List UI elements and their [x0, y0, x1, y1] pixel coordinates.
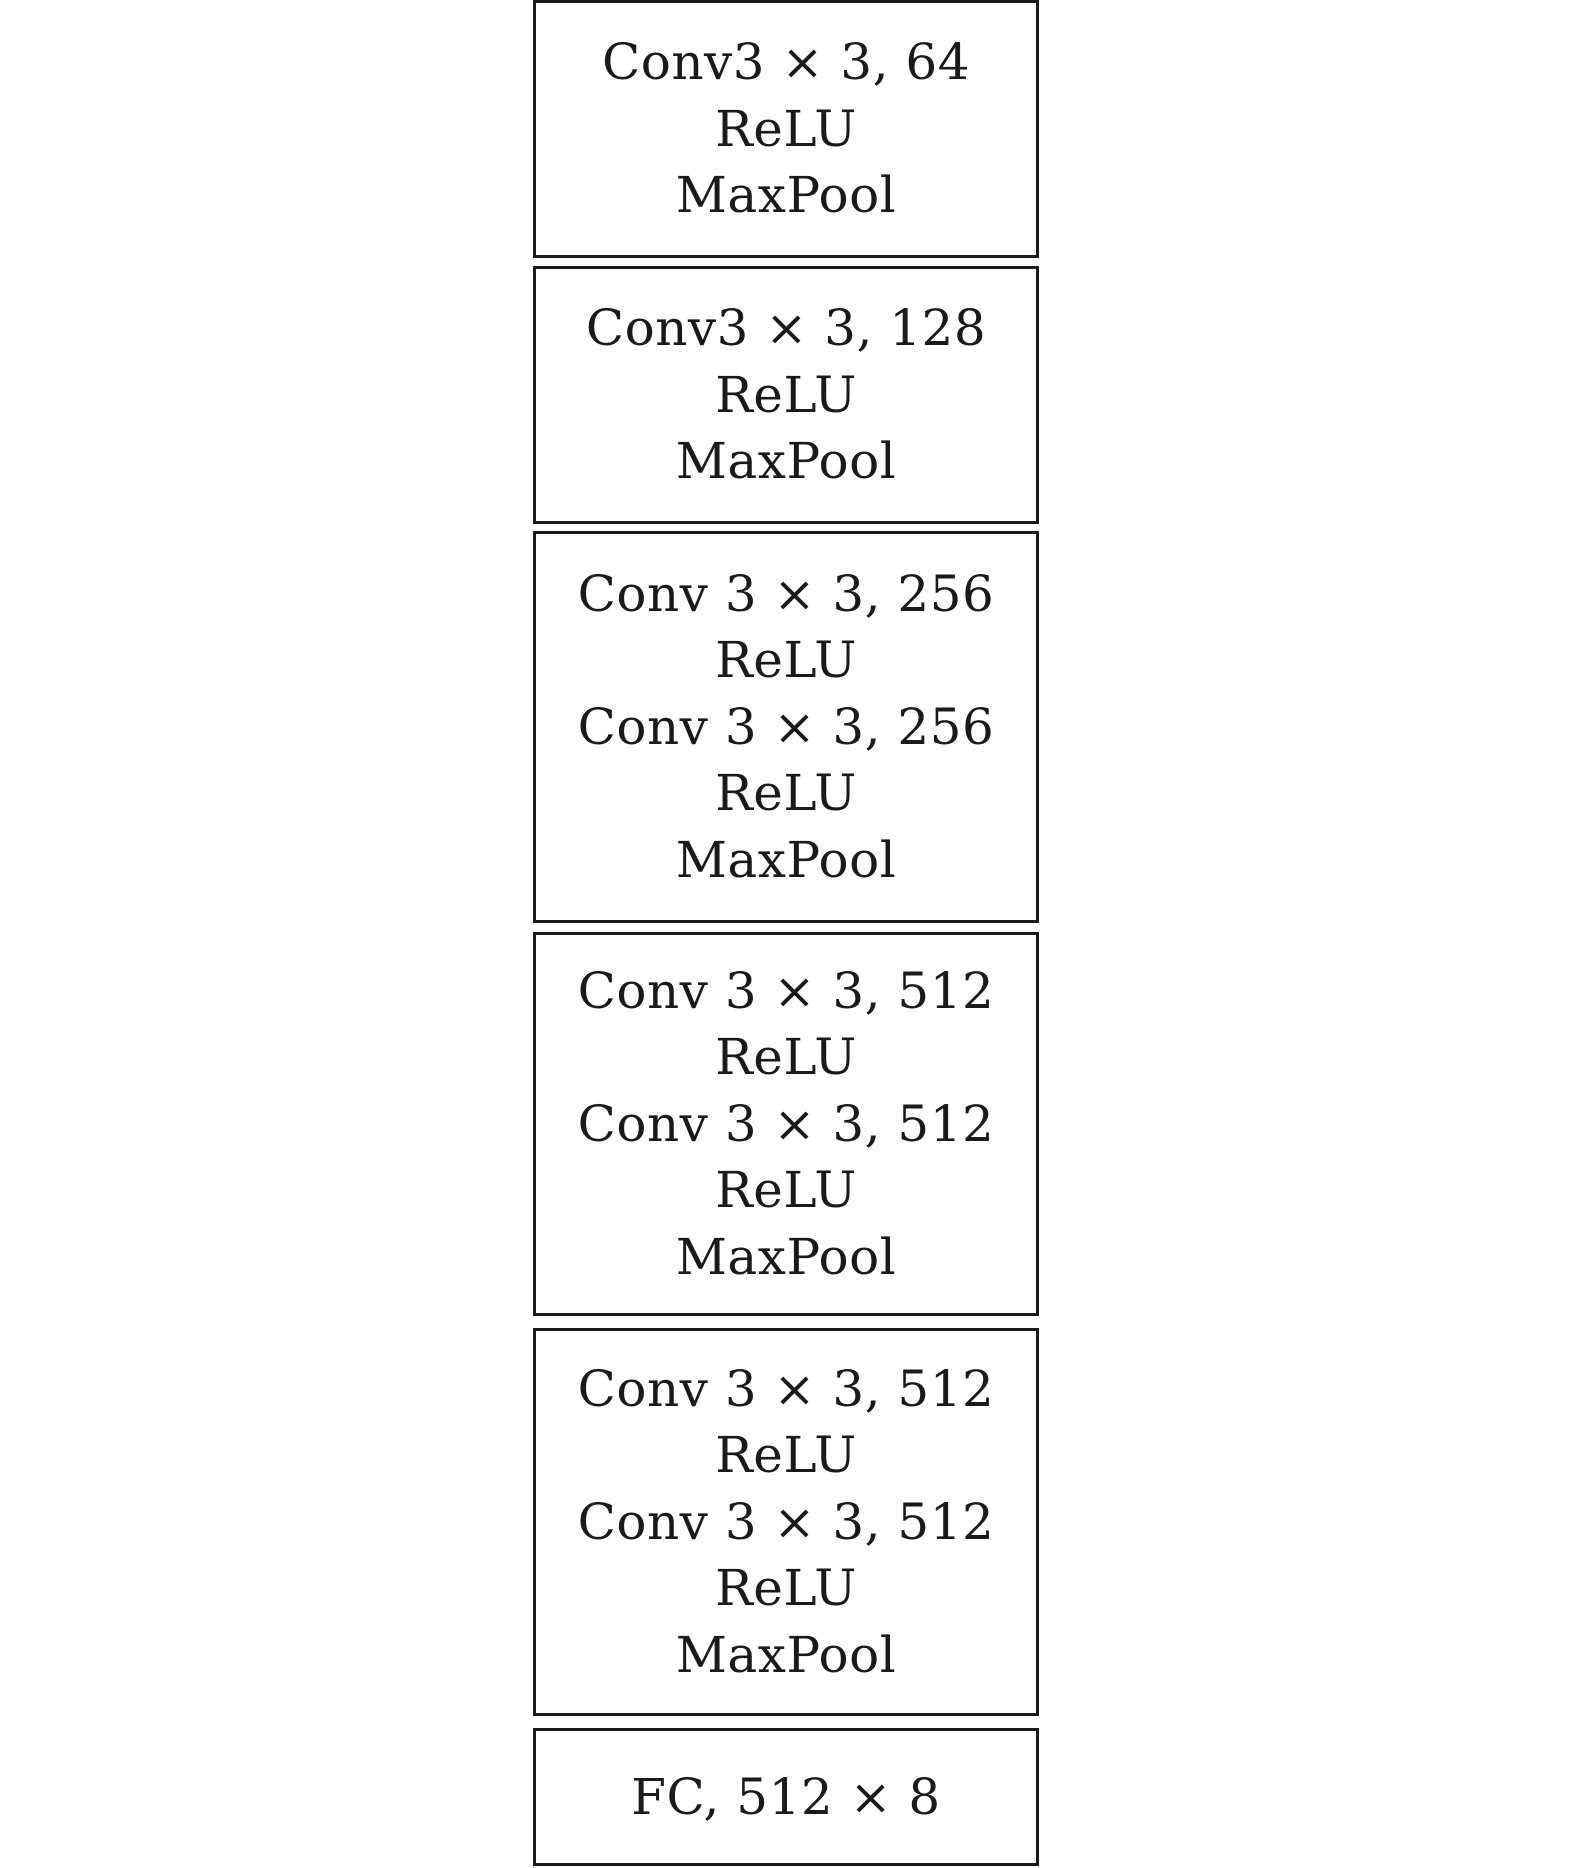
layer-conv: Conv 3 × 3, 512 [577, 961, 995, 1020]
layer-relu: ReLU [715, 764, 857, 823]
layer-conv: Conv 3 × 3, 256 [577, 697, 995, 756]
conv-block-2: Conv3 × 3, 128 ReLU MaxPool [533, 266, 1039, 524]
layer-conv: Conv 3 × 3, 256 [577, 564, 995, 623]
layer-maxpool: MaxPool [675, 830, 897, 889]
layer-conv: Conv3 × 3, 128 [585, 299, 987, 358]
fc-block: FC, 512 × 8 [533, 1728, 1039, 1866]
layer-conv: Conv 3 × 3, 512 [577, 1359, 995, 1418]
layer-maxpool: MaxPool [675, 1625, 897, 1684]
layer-maxpool: MaxPool [675, 166, 897, 225]
layer-conv: Conv3 × 3, 64 [601, 33, 971, 92]
layer-maxpool: MaxPool [675, 432, 897, 491]
layer-relu: ReLU [715, 365, 857, 424]
layer-conv: Conv 3 × 3, 512 [577, 1492, 995, 1551]
layer-relu: ReLU [715, 1559, 857, 1618]
conv-block-4: Conv 3 × 3, 512 ReLU Conv 3 × 3, 512 ReL… [533, 932, 1039, 1316]
layer-relu: ReLU [715, 631, 857, 690]
conv-block-1: Conv3 × 3, 64 ReLU MaxPool [533, 0, 1039, 258]
layer-relu: ReLU [715, 1161, 857, 1220]
conv-block-5: Conv 3 × 3, 512 ReLU Conv 3 × 3, 512 ReL… [533, 1328, 1039, 1716]
layer-relu: ReLU [715, 99, 857, 158]
layer-relu: ReLU [715, 1426, 857, 1485]
layer-conv: Conv 3 × 3, 512 [577, 1094, 995, 1153]
layer-maxpool: MaxPool [675, 1227, 897, 1286]
layer-fc: FC, 512 × 8 [631, 1767, 941, 1826]
conv-block-3: Conv 3 × 3, 256 ReLU Conv 3 × 3, 256 ReL… [533, 531, 1039, 923]
layer-relu: ReLU [715, 1028, 857, 1087]
